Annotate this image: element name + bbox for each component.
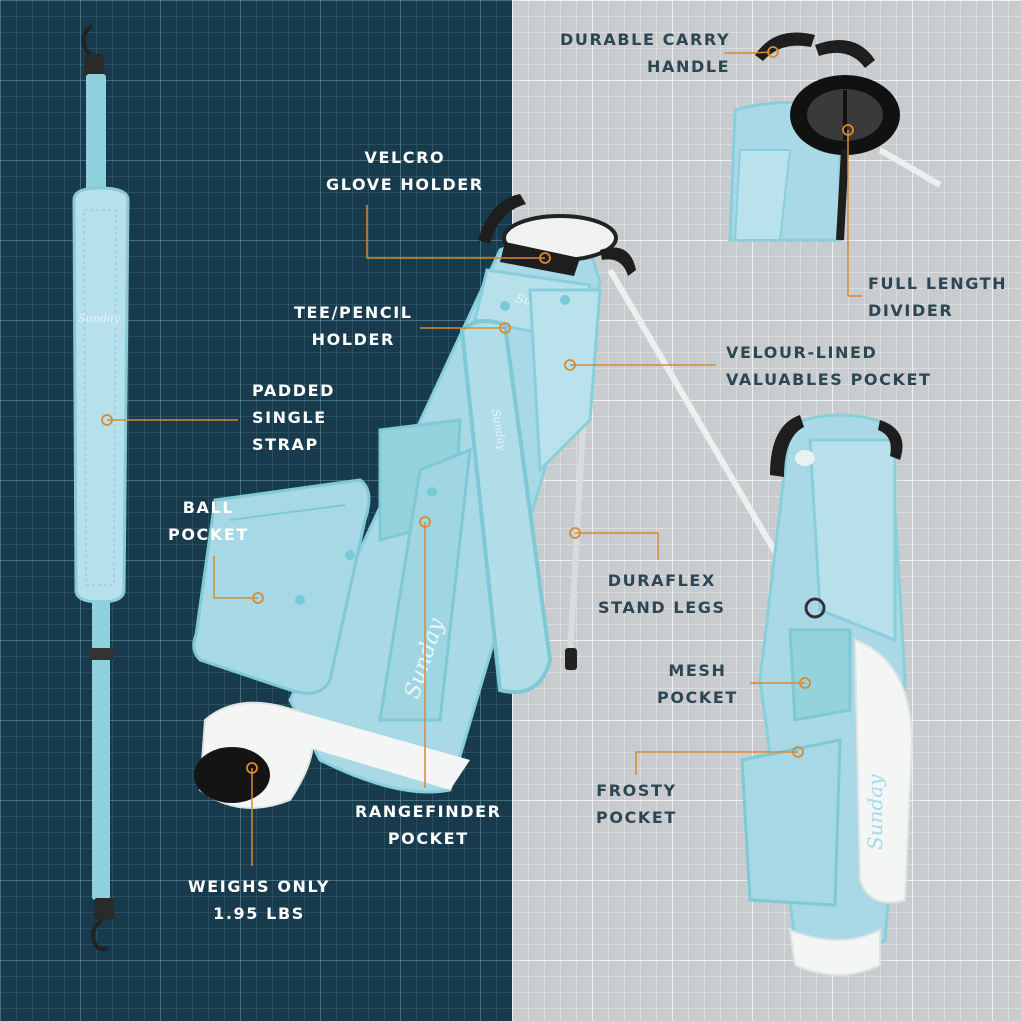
strap-slider xyxy=(90,648,114,660)
side-bag-white-panel xyxy=(853,638,914,904)
bag-strap xyxy=(459,319,553,694)
bag-foot xyxy=(194,747,270,803)
strap-bottom-buckle xyxy=(94,898,114,920)
main-carry-handle xyxy=(478,194,526,244)
side-view-bag: Sunday xyxy=(740,413,914,976)
label-carry-handle: DURABLE CARRY HANDLE xyxy=(560,30,731,76)
label-frosty-pocket: FROSTY POCKET xyxy=(596,781,677,827)
strap-logo: Sunday xyxy=(78,312,120,325)
strap-bottom-clip xyxy=(91,918,109,952)
callout-lines xyxy=(107,51,862,866)
callout-markers xyxy=(101,46,854,774)
label-divider: FULL LENGTH DIVIDER xyxy=(868,274,1008,320)
main-golf-bag: Sunday Sunday Sunday xyxy=(192,194,818,809)
side-mesh-pocket xyxy=(788,628,852,722)
inset-bag-top xyxy=(728,32,942,242)
side-bag-logo: Sunday xyxy=(863,774,887,850)
strap-bottom-webbing xyxy=(92,600,110,900)
label-ball-pocket: BALL POCKET xyxy=(168,498,249,544)
label-mesh-pocket: MESH POCKET xyxy=(657,661,738,707)
strap-top-webbing xyxy=(86,74,106,194)
strap-top-clip xyxy=(81,24,95,58)
label-weight: WEIGHS ONLY 1.95 LBS xyxy=(188,877,331,923)
label-rangefinder-pocket: RANGEFINDER POCKET xyxy=(355,802,502,848)
side-frosty-pocket xyxy=(740,738,842,907)
label-glove-holder: VELCRO GLOVE HOLDER xyxy=(326,148,484,194)
label-stand-legs: DURAFLEX STAND LEGS xyxy=(598,571,726,617)
side-carry-handle xyxy=(770,415,804,477)
strap-top-buckle xyxy=(84,54,104,76)
inset-carry-handle xyxy=(755,32,815,61)
strap-pad xyxy=(72,186,130,604)
label-tee-holder: TEE/PENCIL HOLDER xyxy=(294,303,413,349)
label-valuables-pocket: VELOUR-LINED VALUABLES POCKET xyxy=(726,343,932,389)
valuables-pocket xyxy=(528,288,602,474)
label-strap: PADDED SINGLE STRAP xyxy=(252,381,336,454)
ball-pocket xyxy=(192,478,371,695)
shoulder-strap: Sunday xyxy=(72,24,130,952)
